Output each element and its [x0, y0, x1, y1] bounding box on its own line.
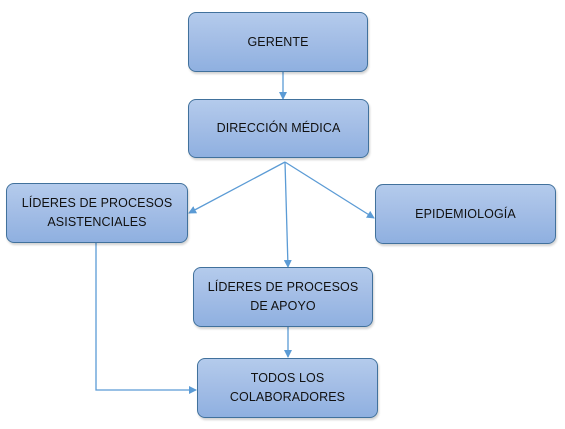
node-epidemiologia: EPIDEMIOLOGÍA — [375, 184, 556, 244]
node-colaboradores: TODOS LOS COLABORADORES — [197, 358, 378, 418]
edge-direccion-to-asistenciales — [188, 161, 286, 214]
node-direccion-medica: DIRECCIÓN MÉDICA — [188, 99, 369, 158]
edge-direccion-to-apoyo — [283, 161, 292, 268]
node-lideres-asistenciales: LÍDERES DE PROCESOS ASISTENCIALES — [6, 183, 188, 243]
node-colaboradores-label: TODOS LOS COLABORADORES — [229, 371, 346, 404]
node-lideres-apoyo-label: LÍDERES DE PROCESOS DE APOYO — [207, 280, 359, 313]
edge-direccion-to-epidemiologia — [284, 161, 375, 219]
node-lideres-apoyo: LÍDERES DE PROCESOS DE APOYO — [193, 267, 373, 327]
node-direccion-medica-label: DIRECCIÓN MÉDICA — [216, 121, 341, 135]
edge-asistenciales-to-colaboradores — [95, 243, 197, 394]
node-gerente: GERENTE — [188, 12, 368, 72]
node-gerente-label: GERENTE — [247, 34, 309, 49]
node-lideres-asistenciales-label: LÍDERES DE PROCESOS ASISTENCIALES — [21, 196, 173, 229]
node-epidemiologia-label: EPIDEMIOLOGÍA — [415, 206, 516, 221]
